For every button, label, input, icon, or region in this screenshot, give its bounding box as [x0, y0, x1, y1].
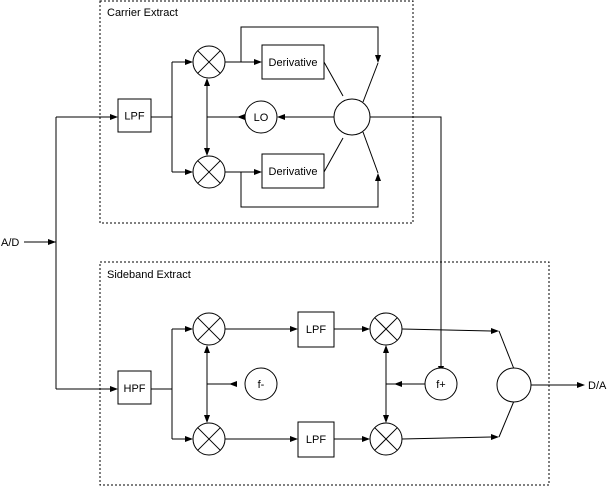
fminus-to-mixers-path	[204, 345, 237, 423]
carrier-combiner	[333, 62, 379, 174]
carrier-mixer-bottom	[192, 155, 226, 189]
fplus-to-mixers-path	[383, 345, 425, 423]
svg-text:LPF: LPF	[306, 324, 326, 336]
carrier-lpf-distribution	[151, 59, 193, 175]
output-label: D/A	[588, 380, 607, 392]
output-combiner	[496, 367, 532, 403]
lpf-input-block: LPF	[117, 98, 152, 133]
carrier-extract-group	[99, 0, 414, 224]
sideband-mixer-bottom-left	[192, 422, 226, 456]
carrier-top-branch	[225, 26, 381, 97]
fplus-block: f+	[424, 367, 458, 401]
lpf-mid-top-block: LPF	[297, 311, 335, 348]
output-signal-path	[531, 382, 585, 388]
derivative-bottom-block: Derivative	[261, 153, 325, 189]
carrier-bottom-branch	[225, 137, 381, 208]
sideband-to-combiner-paths	[401, 328, 515, 440]
derivative-top-block: Derivative	[261, 44, 325, 80]
sideband-top-lpf-path	[225, 326, 370, 332]
fminus-block: f-	[244, 367, 278, 401]
svg-text:LO: LO	[254, 112, 269, 124]
combiner-to-lo-path	[277, 114, 334, 120]
sideband-bottom-lpf-path	[225, 436, 370, 442]
input-signal-path	[24, 114, 118, 392]
carrier-mixer-top	[192, 45, 226, 79]
sideband-mixer-top-left	[192, 312, 226, 346]
carrier-extract-title: Carrier Extract	[107, 7, 178, 19]
lpf-mid-bottom-block: LPF	[297, 421, 335, 458]
sideband-extract-group	[99, 261, 550, 486]
sideband-mixer-bottom-right	[369, 422, 403, 456]
sideband-extract-title: Sideband Extract	[107, 269, 191, 281]
lo-block: LO	[244, 100, 278, 134]
svg-text:LPF: LPF	[306, 434, 326, 446]
svg-text:Derivative: Derivative	[269, 57, 318, 69]
lo-to-mixers-path	[204, 78, 245, 156]
svg-text:LPF: LPF	[124, 111, 144, 123]
svg-text:f+: f+	[436, 379, 445, 391]
svg-text:HPF: HPF	[124, 383, 146, 395]
svg-text:Derivative: Derivative	[269, 166, 318, 178]
input-label: A/D	[1, 237, 19, 249]
hpf-input-block: HPF	[117, 370, 152, 405]
sideband-mixer-top-right	[369, 312, 403, 346]
svg-text:f-: f-	[258, 379, 265, 391]
sideband-hpf-distribution	[151, 326, 193, 442]
